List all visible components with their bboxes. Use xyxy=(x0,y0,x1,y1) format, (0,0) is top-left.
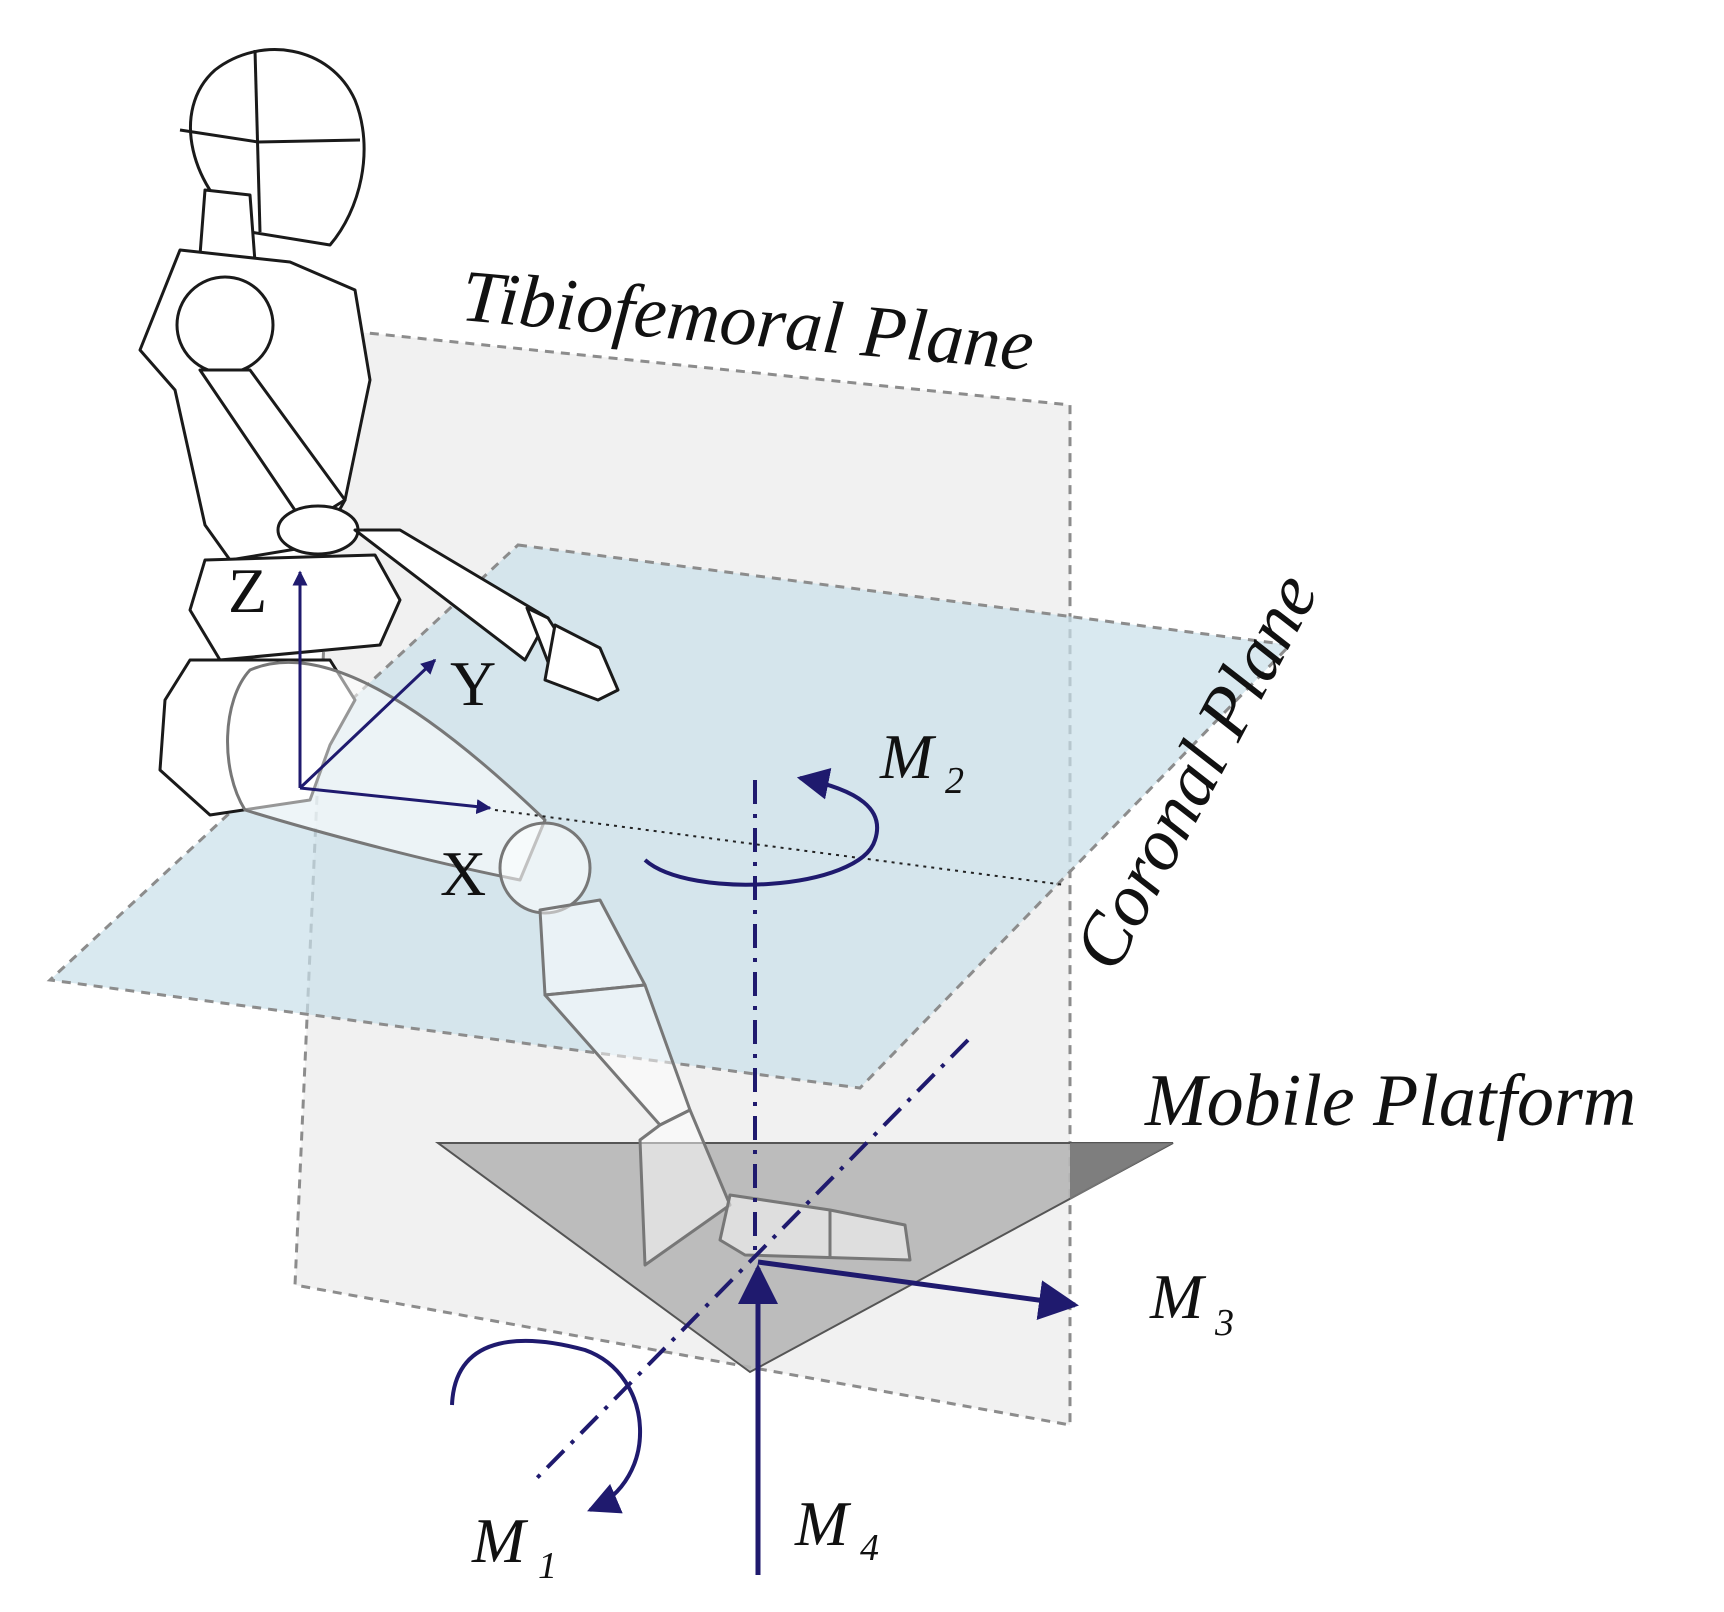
svg-text:4: 4 xyxy=(860,1527,879,1569)
m1-rotation-arrow xyxy=(450,1338,642,1514)
svg-text:M: M xyxy=(879,721,937,792)
m2-rotation-arrow xyxy=(643,767,880,887)
m4-label: M 4 xyxy=(794,1488,879,1569)
svg-text:2: 2 xyxy=(945,760,964,802)
svg-text:3: 3 xyxy=(1214,1302,1234,1344)
m1-label: M 1 xyxy=(471,1505,557,1587)
svg-text:1: 1 xyxy=(538,1545,557,1587)
mannequin-figure xyxy=(138,48,912,1267)
m3-arrow xyxy=(757,1259,1079,1320)
svg-text:M: M xyxy=(471,1505,529,1576)
coordinate-axes xyxy=(292,570,492,815)
diagonal-axis-line xyxy=(533,1038,970,1482)
y-axis-label: Y xyxy=(450,648,496,719)
m3-label: M 3 xyxy=(1149,1261,1234,1344)
y-axis-arrow xyxy=(298,658,437,790)
z-axis-label: Z xyxy=(228,555,267,626)
x-axis-label: X xyxy=(440,838,486,909)
svg-text:M: M xyxy=(794,1488,852,1559)
coronal-plane xyxy=(46,543,1294,1090)
x-axis-arrow xyxy=(299,786,492,815)
mobile-platform-label: Mobile Platform xyxy=(1144,1060,1636,1142)
svg-text:M: M xyxy=(1149,1261,1207,1332)
m2-label: M 2 xyxy=(879,721,964,802)
